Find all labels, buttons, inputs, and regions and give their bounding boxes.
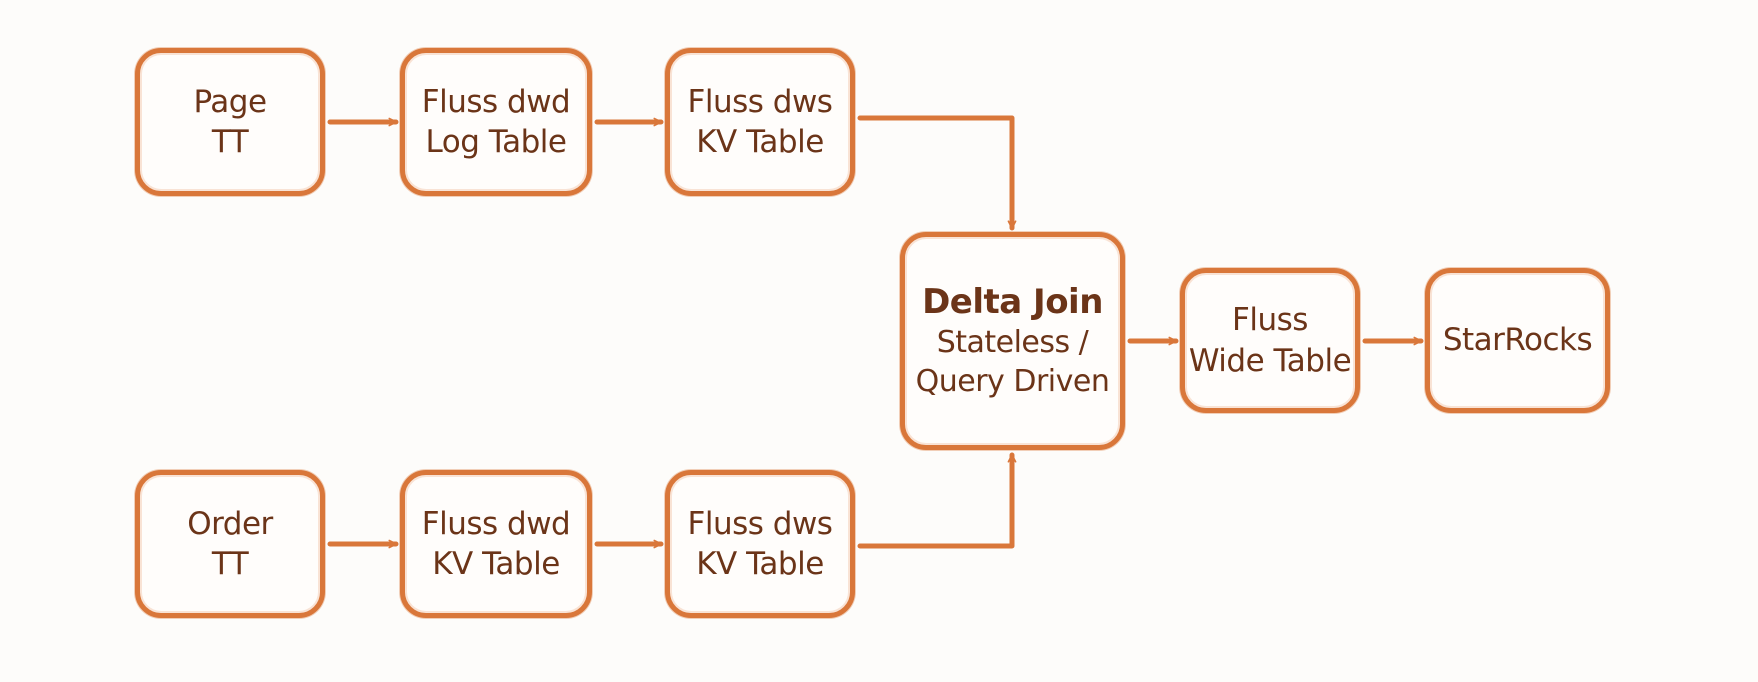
node-label-line: Stateless / [936, 325, 1089, 361]
edge-dws-bottom-to-delta-join [857, 452, 1017, 549]
node-fluss-dws-kv-table-bottom: Fluss dws KV Table [665, 470, 855, 618]
node-label-line: TT [211, 546, 249, 582]
node-label-line: Fluss dwd [421, 505, 571, 542]
node-label-line: StarRocks [1442, 322, 1593, 359]
node-label-line: Order [187, 505, 273, 542]
node-delta-join: Delta Join Stateless / Query Driven [900, 232, 1125, 450]
edge-dws-top-to-delta-join [857, 115, 1017, 231]
node-label-line: Fluss [1232, 302, 1308, 339]
node-label-line: Fluss dws [687, 83, 833, 120]
node-label-line: Query Driven [915, 364, 1110, 400]
node-fluss-dwd-log-table: Fluss dwd Log Table [400, 48, 592, 196]
node-label-line: KV Table [696, 546, 824, 582]
node-label-line: Fluss dws [687, 505, 833, 542]
node-label-line: Page [193, 83, 267, 120]
node-fluss-dwd-kv-table: Fluss dwd KV Table [400, 470, 592, 618]
node-label-line: Wide Table [1188, 342, 1352, 379]
node-starrocks: StarRocks [1425, 268, 1610, 413]
node-order-tt: Order TT [135, 470, 325, 618]
node-label-line: Fluss dwd [421, 83, 571, 120]
node-page-tt: Page TT [135, 48, 325, 196]
node-label-line: Log Table [425, 124, 567, 160]
node-fluss-wide-table: Fluss Wide Table [1180, 268, 1360, 413]
node-label-line: KV Table [432, 546, 560, 582]
node-title: Delta Join [922, 281, 1103, 322]
node-label-line: KV Table [696, 124, 824, 160]
node-fluss-dws-kv-table-top: Fluss dws KV Table [665, 48, 855, 196]
node-label-line: TT [211, 124, 249, 160]
